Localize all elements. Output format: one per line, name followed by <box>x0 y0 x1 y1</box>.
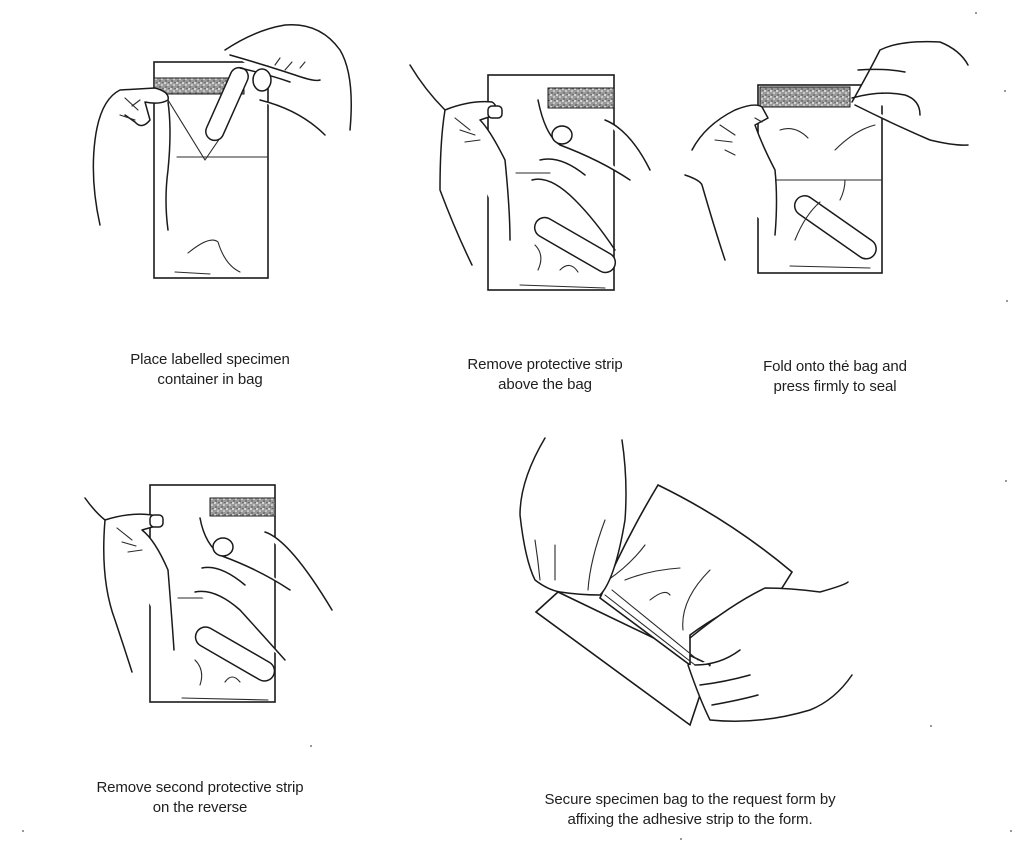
caption-line: affixing the adhesive strip to the form. <box>567 811 813 828</box>
scan-speck <box>1004 90 1006 92</box>
step-2-illustration <box>400 40 660 310</box>
scan-speck <box>1010 830 1012 832</box>
scan-speck <box>930 725 932 727</box>
scan-speck <box>310 745 312 747</box>
hands-affixing-bag-to-form-icon <box>519 437 853 727</box>
step-5-caption: Secure specimen bag to the request form … <box>500 790 880 830</box>
step-1-caption: Place labelled specimen container in bag <box>90 350 330 390</box>
hand-placing-tube-in-bag-icon <box>92 23 352 279</box>
caption-line: Fold onto the bag and <box>763 358 907 375</box>
scan-speck <box>845 360 847 362</box>
hands-removing-second-strip-icon <box>84 484 333 703</box>
step-3-illustration <box>680 30 1000 300</box>
step-4-caption: Remove second protective strip on the re… <box>70 778 330 818</box>
hands-removing-protective-strip-icon <box>409 64 651 291</box>
caption-line: on the reverse <box>152 799 248 816</box>
step-2-caption: Remove protective strip above the bag <box>430 355 660 395</box>
scan-speck <box>680 838 682 840</box>
step-3-caption: Fold onto the bag and press firmly to se… <box>720 357 950 397</box>
step-1-illustration <box>80 10 370 300</box>
caption-line: container in bag <box>157 371 263 388</box>
scan-speck <box>22 830 24 832</box>
caption-line: press firmly to seal <box>773 378 897 395</box>
caption-line: Remove protective strip <box>467 356 623 373</box>
caption-line: Place labelled specimen <box>130 351 290 368</box>
caption-line: Remove second protective strip <box>96 779 304 796</box>
step-4-illustration <box>70 460 370 730</box>
caption-line: above the bag <box>498 376 592 393</box>
caption-line: Secure specimen bag to the request form … <box>544 791 836 808</box>
hands-folding-and-sealing-bag-icon <box>684 40 969 274</box>
step-5-illustration <box>500 420 900 740</box>
scan-speck <box>1006 300 1008 302</box>
scan-speck <box>1005 480 1007 482</box>
scan-speck <box>975 12 977 14</box>
